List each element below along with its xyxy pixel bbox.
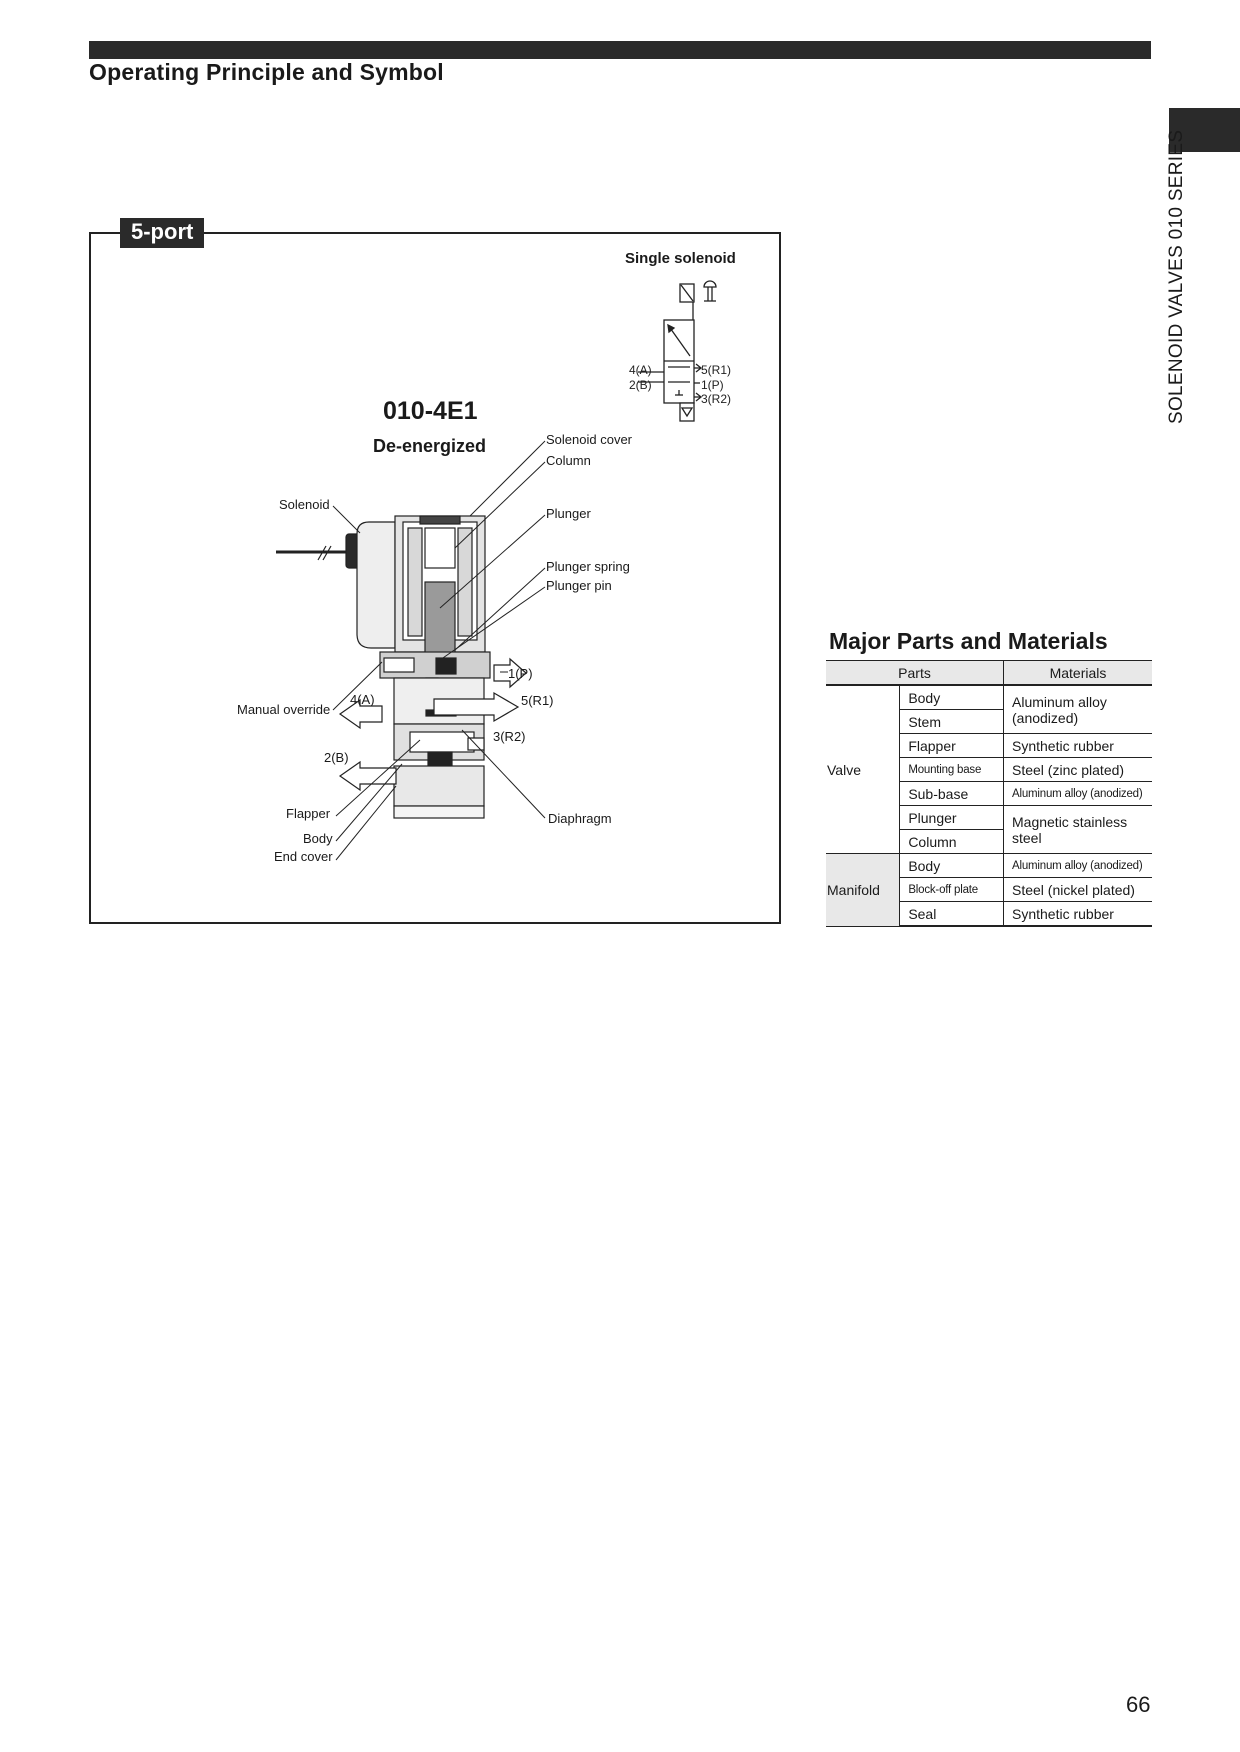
- label-column: Column: [546, 453, 591, 468]
- header-parts: Parts: [826, 660, 1004, 686]
- material-cell: Synthetic rubber: [1003, 901, 1152, 927]
- label-body: Body: [303, 831, 333, 846]
- symbol-port-5r1: 5(R1): [701, 363, 731, 377]
- port-badge: 5-port: [120, 218, 205, 248]
- valve-state: De-energized: [373, 436, 487, 456]
- material-cell: Steel (zinc plated): [1003, 757, 1152, 782]
- valve-cross-section: [276, 515, 527, 819]
- table-row: Plunger Magnetic stainless steel: [826, 805, 1152, 854]
- material-cell: Aluminum alloy (anodized): [1003, 781, 1152, 806]
- section-tab: [1169, 108, 1240, 152]
- part-cell: Mounting base: [899, 757, 1004, 782]
- figure-frame: [89, 232, 781, 924]
- material-cell: Steel (nickel plated): [1003, 877, 1152, 902]
- symbol-title: Single solenoid: [625, 250, 736, 267]
- label-port-2b: 2(B): [324, 750, 349, 765]
- table-row: Sub-base Aluminum alloy (anodized): [826, 781, 1152, 806]
- label-port-5r1: 5(R1): [521, 693, 554, 708]
- label-diaphragm: Diaphragm: [548, 811, 612, 826]
- label-plunger-spring: Plunger spring: [546, 559, 630, 574]
- group-manifold: Manifold: [826, 853, 901, 927]
- header-materials: Materials: [1003, 660, 1152, 686]
- material-cell: Aluminum alloy (anodized): [1003, 685, 1152, 734]
- label-plunger-pin: Plunger pin: [546, 578, 612, 593]
- page-title: Operating Principle and Symbol: [89, 59, 444, 85]
- part-cell: Body: [899, 685, 1004, 710]
- model-number: 010-4E1: [383, 397, 478, 425]
- symbol-port-1p: 1(P): [701, 378, 724, 392]
- pneumatic-symbol: [638, 280, 717, 422]
- table-row: Valve Body Aluminum alloy (anodized): [826, 685, 1152, 854]
- label-manual-override: Manual override: [237, 702, 331, 717]
- label-port-4a: 4(A): [350, 692, 375, 707]
- leader-lines: [332, 440, 546, 861]
- table-row: Stem: [826, 709, 1152, 734]
- symbol-port-2b: 2(B): [629, 378, 652, 392]
- table-row: Mounting base Steel (zinc plated): [826, 757, 1152, 782]
- label-port-3r2: 3(R2): [493, 729, 526, 744]
- group-valve: Valve: [826, 685, 901, 854]
- part-cell: Seal: [899, 901, 1004, 927]
- material-cell: Aluminum alloy (anodized): [1003, 853, 1152, 878]
- parts-table-title: Major Parts and Materials: [829, 628, 1108, 654]
- material-cell: Magnetic stainless steel: [1003, 805, 1152, 854]
- part-cell: Flapper: [899, 733, 1004, 758]
- table-row: Column: [826, 829, 1152, 854]
- table-row: Manifold Body Aluminum alloy (anodized): [826, 853, 1152, 927]
- part-cell: Body: [899, 853, 1004, 878]
- label-end-cover: End cover: [274, 849, 333, 864]
- part-cell: Plunger: [899, 805, 1004, 830]
- label-port-1p: 1(P): [508, 666, 533, 681]
- label-solenoid: Solenoid: [279, 497, 330, 512]
- table-row: Seal Synthetic rubber: [826, 901, 1152, 927]
- part-cell: Stem: [899, 709, 1004, 734]
- header-bar: [89, 41, 1151, 59]
- label-plunger: Plunger: [546, 506, 591, 521]
- part-cell: Block-off plate: [899, 877, 1004, 902]
- parts-table: Parts Materials Valve Body Aluminum allo…: [826, 660, 1152, 927]
- material-cell: Synthetic rubber: [1003, 733, 1152, 758]
- label-flapper: Flapper: [286, 806, 331, 821]
- part-cell: Sub-base: [899, 781, 1004, 806]
- page-number: 66: [1126, 1692, 1151, 1717]
- symbol-port-3r2: 3(R2): [701, 392, 731, 406]
- symbol-port-4a: 4(A): [629, 363, 652, 377]
- table-row: Flapper Synthetic rubber: [826, 733, 1152, 758]
- part-cell: Column: [899, 829, 1004, 854]
- label-solenoid-cover: Solenoid cover: [546, 432, 632, 447]
- table-row: Block-off plate Steel (nickel plated): [826, 877, 1152, 902]
